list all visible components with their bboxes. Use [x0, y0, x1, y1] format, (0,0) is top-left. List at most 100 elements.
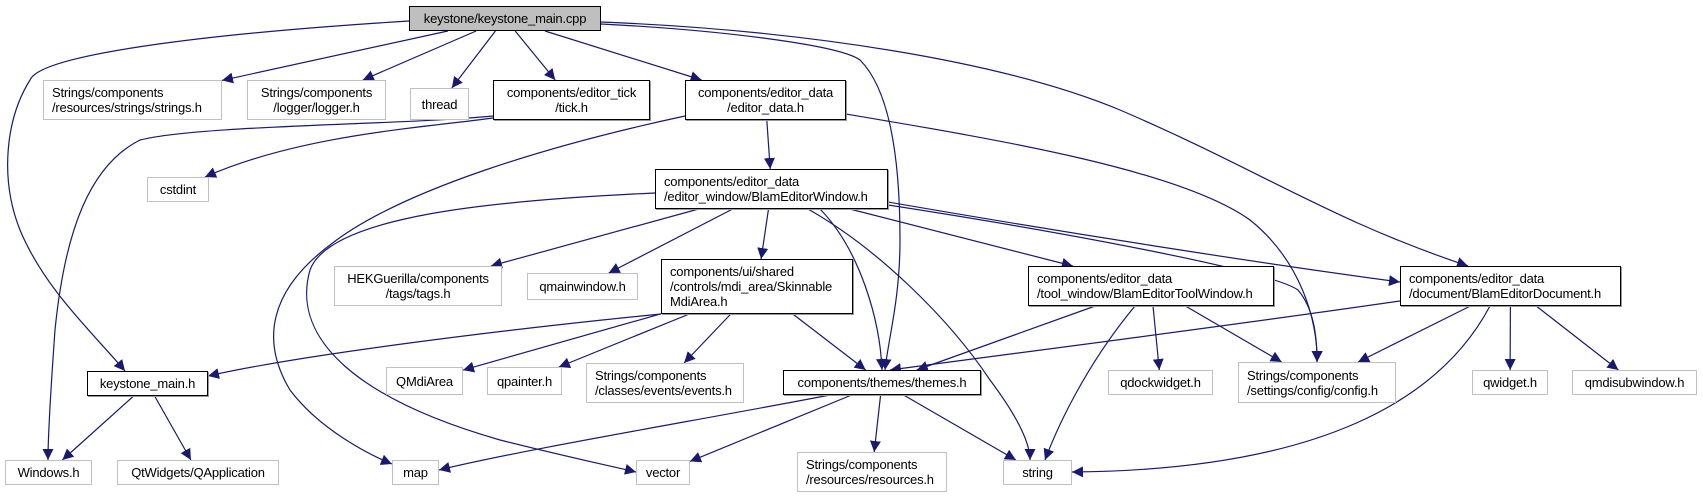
node-label-line: /editor_data.h [727, 100, 804, 115]
node-label-line: Strings/components [52, 85, 164, 100]
node-label-line: keystone_main.h [99, 376, 196, 391]
node-blam-editor-tool-window-h[interactable]: components/editor_data/tool_window/BlamE… [1028, 266, 1274, 306]
node-label-line: qpainter.h [496, 373, 553, 389]
edge-blam-editor-tool-window-h-to-config-h [1185, 305, 1283, 363]
edge-keystone-main-cpp-to-blam-editor-document-h [600, 21, 1469, 268]
node-label-line: keystone/keystone_main.cpp [423, 11, 587, 26]
node-label-line: thread [421, 96, 458, 112]
node-label-line: qdockwidget.h [1120, 375, 1201, 390]
node-tick-h[interactable]: components/editor_tick/tick.h [493, 80, 650, 120]
node-label-line: /settings/config/config.h [1247, 382, 1378, 398]
edge-blam-editor-document-h-to-string [1071, 305, 1491, 478]
node-label-line: Strings/components [1247, 367, 1359, 383]
node-label-line: components/editor_data [697, 85, 834, 100]
node-label-line: /controls/mdi_area/Skinnable [670, 279, 833, 294]
node-keystone-main-cpp[interactable]: keystone/keystone_main.cpp [409, 6, 601, 31]
node-editor-data-h[interactable]: components/editor_data/editor_data.h [685, 80, 846, 120]
node-label-line: components/editor_data [1409, 271, 1545, 286]
node-qdockwidget-h[interactable]: qdockwidget.h [1108, 370, 1213, 395]
edge-keystone-main-cpp-to-thread [451, 30, 496, 89]
edge-blam-editor-tool-window-h-to-string [1043, 305, 1136, 461]
edge-blam-editor-document-h-to-config-h [1357, 305, 1471, 363]
node-label-line: components/editor_tick [506, 85, 637, 100]
edge-themes-h-to-resources-h [869, 394, 882, 453]
node-label-line: MdiArea.h [670, 294, 728, 309]
node-cstdint[interactable]: cstdint [147, 177, 209, 202]
node-qpainter-h[interactable]: qpainter.h [487, 367, 562, 395]
node-label-line: map [403, 465, 428, 480]
node-label-line: /editor_window/BlamEditorWindow.h [664, 189, 868, 204]
edge-skinnable-mdi-area-h-to-events-h [683, 313, 732, 364]
node-label-line: components/editor_data [664, 174, 800, 189]
node-label-line: /logger/logger.h [273, 100, 360, 115]
edge-keystone-main-cpp-to-themes-h [600, 23, 901, 371]
edge-editor-data-h-to-blam-editor-window-h [763, 119, 775, 170]
node-label-line: Strings/components [806, 457, 918, 472]
node-themes-h[interactable]: components/themes/themes.h [783, 370, 981, 395]
node-string[interactable]: string [1003, 460, 1072, 485]
node-label-line: qmdisubwindow.h [1584, 375, 1685, 390]
edge-blam-editor-document-h-to-themes-h [889, 300, 1401, 374]
edge-blam-editor-window-h-to-vector [306, 192, 656, 475]
node-blam-editor-document-h[interactable]: components/editor_data/document/BlamEdit… [1400, 266, 1621, 306]
node-tags-h[interactable]: HEKGuerilla/components/tags/tags.h [334, 266, 502, 306]
edge-blam-editor-tool-window-h-to-qdockwidget-h [1152, 305, 1164, 371]
node-logger-h[interactable]: Strings/components/logger/logger.h [247, 80, 386, 120]
node-label-line: QtWidgets/QApplication [131, 465, 265, 480]
node-thread[interactable]: thread [410, 88, 469, 120]
node-label-line: vector [645, 465, 681, 480]
edge-editor-data-h-to-map [273, 115, 686, 465]
node-vector[interactable]: vector [636, 460, 690, 485]
node-label-line: components/editor_data [1037, 271, 1173, 286]
edge-blam-editor-tool-window-h-to-themes-h [916, 305, 1096, 372]
node-label-line: Windows.h [17, 465, 80, 480]
edge-themes-h-to-vector [689, 394, 852, 463]
edge-blam-editor-window-h-to-blam-editor-tool-window-h [849, 208, 1073, 269]
edge-skinnable-mdi-area-h-to-qmdiarea [462, 313, 662, 373]
node-config-h[interactable]: Strings/components/settings/config/confi… [1238, 362, 1396, 403]
edge-skinnable-mdi-area-h-to-keystone-main-h [207, 313, 662, 379]
node-resources-h[interactable]: Strings/components/resources/resources.h [797, 452, 947, 492]
node-label-line: qwidget.h [1483, 375, 1537, 390]
node-qapplication[interactable]: QtWidgets/QApplication [117, 460, 279, 485]
node-label-line: /resources/strings/strings.h [52, 100, 202, 115]
node-label-line: qmainwindow.h [539, 279, 626, 294]
node-label-line: /resources/resources.h [806, 472, 934, 487]
edge-blam-editor-document-h-to-qmdisubwindow-h [1535, 305, 1619, 371]
node-events-h[interactable]: Strings/components/classes/events/events… [586, 363, 744, 403]
edge-keystone-main-cpp-to-editor-data-h [544, 30, 702, 82]
node-label-line: /document/BlamEditorDocument.h [1409, 286, 1601, 301]
edge-themes-h-to-string [903, 394, 1017, 461]
node-label-line: components/themes/themes.h [797, 375, 967, 390]
node-label-line: QMdiArea [396, 373, 453, 389]
node-skinnable-mdi-area-h[interactable]: components/ui/shared/controls/mdi_area/S… [661, 259, 853, 314]
node-windows-h[interactable]: Windows.h [5, 460, 92, 485]
node-qmdiarea[interactable]: QMdiArea [386, 367, 463, 395]
node-label-line: Strings/components [595, 368, 707, 383]
edge-themes-h-to-map [438, 394, 831, 473]
edge-keystone-main-cpp-to-logger-h [362, 30, 477, 81]
node-qmainwindow-h[interactable]: qmainwindow.h [527, 273, 638, 300]
edge-keystone-main-h-to-windows-h [61, 395, 135, 461]
node-map[interactable]: map [392, 460, 439, 485]
node-label-line: /classes/events/events.h [595, 383, 732, 398]
edge-blam-editor-window-h-to-blam-editor-document-h [887, 201, 1401, 286]
edge-editor-data-h-to-config-h [845, 113, 1323, 363]
node-label-line: Strings/components [260, 85, 373, 100]
node-blam-editor-window-h[interactable]: components/editor_data/editor_window/Bla… [655, 169, 888, 209]
node-qmdisubwindow-h[interactable]: qmdisubwindow.h [1572, 370, 1697, 395]
edge-blam-editor-window-h-to-skinnable-mdi-area-h [757, 208, 770, 260]
node-label-line: /tool_window/BlamEditorToolWindow.h [1037, 286, 1253, 301]
edge-blam-editor-window-h-to-string [807, 208, 1036, 461]
node-keystone-main-h[interactable]: keystone_main.h [87, 371, 208, 396]
edge-keystone-main-cpp-to-tick-h [514, 30, 556, 81]
node-strings-h[interactable]: Strings/components/resources/strings/str… [43, 80, 222, 120]
node-label-line: /tick.h [555, 100, 588, 115]
edge-keystone-main-h-to-qapplication [154, 395, 192, 461]
node-qwidget-h[interactable]: qwidget.h [1472, 370, 1548, 395]
node-label-line: cstdint [159, 182, 197, 197]
edge-skinnable-mdi-area-h-to-themes-h [792, 313, 867, 371]
edge-keystone-main-cpp-to-keystone-main-h [7, 20, 410, 372]
